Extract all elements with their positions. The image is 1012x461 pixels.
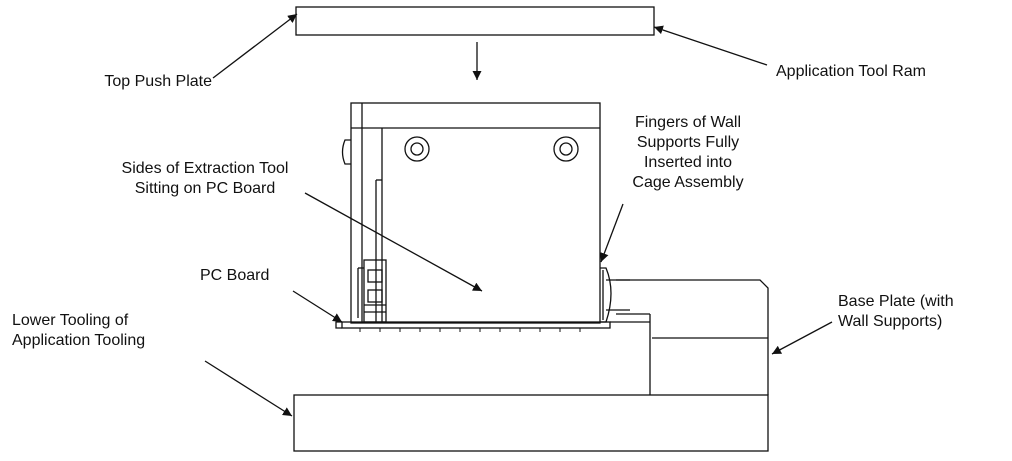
leader-pc-board (292, 290, 343, 323)
label-top-push-plate: Top Push Plate (104, 73, 212, 90)
leader-sides-extraction (304, 192, 483, 292)
top-push-plate (295, 6, 655, 36)
leader-fingers (599, 203, 624, 263)
label-pc-board: PC Board (200, 267, 270, 284)
pc-board (335, 321, 611, 332)
leader-application-tool-ram (653, 25, 768, 66)
label-base-plate: Base Plate (with Wall Supports) (838, 293, 954, 330)
screw-left (404, 136, 430, 162)
label-fingers-wall-supports: Fingers of Wall Supports Fully Inserted … (632, 114, 744, 191)
lower-tooling (293, 394, 769, 452)
leader-top-push-plate (212, 13, 298, 79)
extraction-tool (341, 102, 601, 324)
label-lower-tooling: Lower Tooling of Application Tooling (12, 312, 146, 349)
label-sides-extraction-tool: Sides of Extraction Tool Sitting on PC B… (121, 160, 289, 197)
base-plate (610, 279, 769, 395)
label-application-tool-ram: Application Tool Ram (776, 63, 927, 80)
leader-base-plate (771, 321, 833, 355)
leader-lower-tooling (204, 360, 293, 417)
screw-right (553, 136, 579, 162)
